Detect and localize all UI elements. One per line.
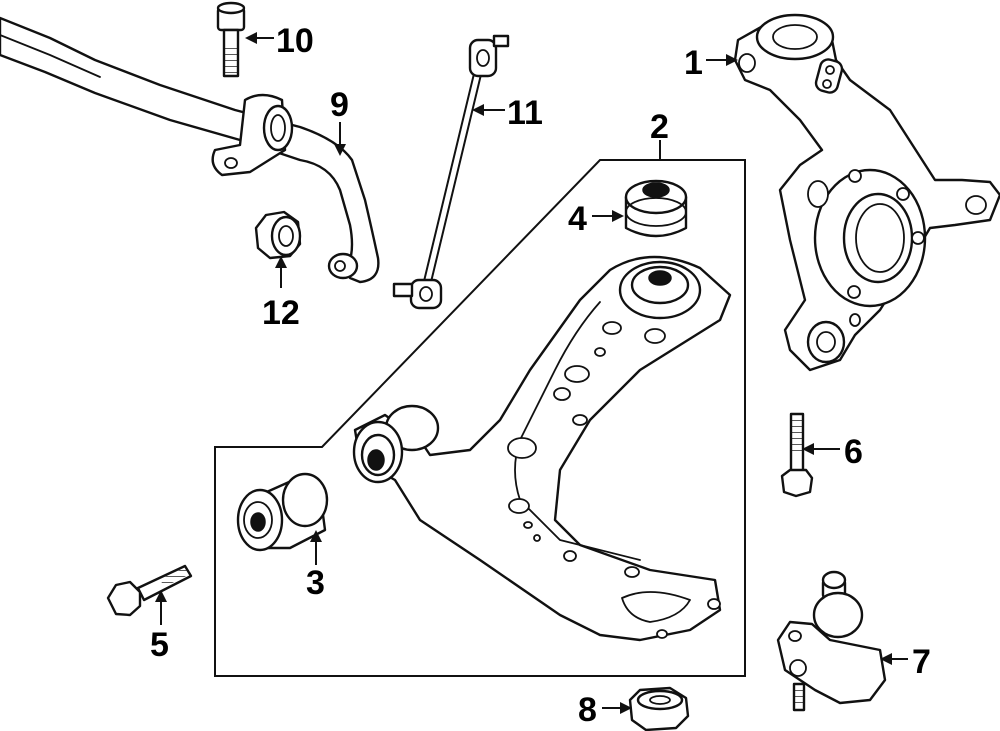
control-arm-group-box	[214, 159, 746, 677]
bolt-6	[780, 412, 814, 498]
leader-lines	[155, 32, 908, 714]
callout-6: 6	[844, 433, 863, 471]
ball-joint	[776, 570, 887, 712]
nut-12	[254, 210, 302, 260]
lower-control-arm	[352, 255, 732, 642]
callout-10: 10	[276, 22, 314, 60]
callout-5: 5	[150, 626, 169, 664]
callout-12: 12	[262, 294, 300, 332]
bushing-4	[624, 179, 688, 238]
stabilizer-link	[392, 34, 510, 310]
stabilizer-bar	[0, 16, 380, 284]
nut-8	[628, 686, 690, 731]
bolt-10	[216, 1, 246, 78]
callout-1: 1	[684, 44, 703, 82]
steering-knuckle	[733, 13, 1000, 372]
callout-9: 9	[330, 86, 349, 124]
callout-3: 3	[306, 564, 325, 602]
stabilizer-bushing-bracket	[211, 93, 294, 177]
bushing-3	[236, 472, 329, 552]
callout-8: 8	[578, 691, 597, 729]
callout-2: 2	[650, 108, 669, 146]
callout-7: 7	[912, 643, 931, 681]
bolt-5	[106, 564, 193, 617]
callout-11: 11	[507, 94, 543, 132]
callout-4: 4	[568, 200, 587, 238]
